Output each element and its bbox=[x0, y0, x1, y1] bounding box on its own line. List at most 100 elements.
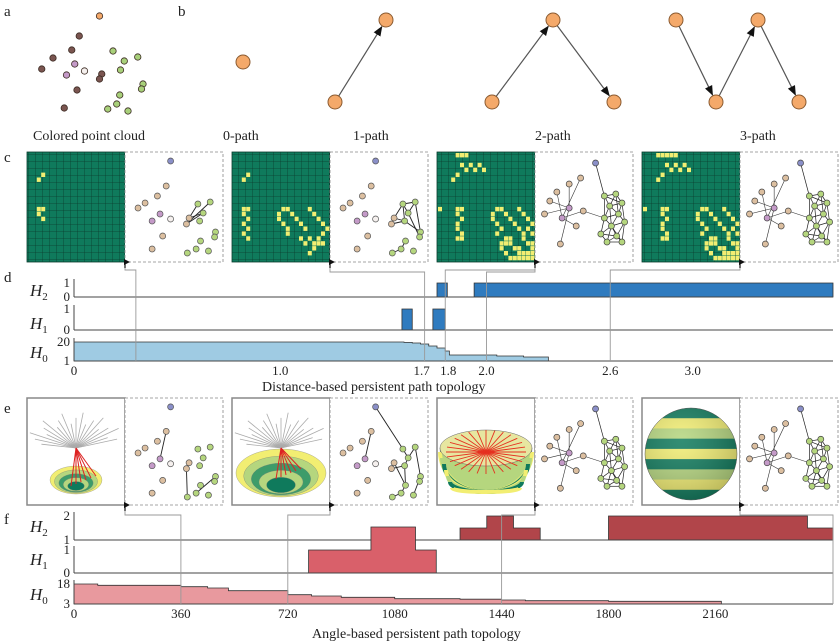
guide-line bbox=[739, 511, 834, 604]
grid-cell-on bbox=[704, 206, 709, 212]
graph-edge bbox=[561, 177, 581, 219]
grid-cell-on bbox=[682, 162, 687, 168]
graph-node bbox=[353, 245, 361, 253]
vector-gray bbox=[75, 420, 95, 449]
grid-cell-on bbox=[312, 211, 317, 217]
graph-node bbox=[823, 238, 831, 246]
graph-node bbox=[167, 403, 174, 411]
graph-node bbox=[813, 222, 820, 230]
graph-node bbox=[156, 210, 164, 218]
grid-cell-on bbox=[660, 153, 665, 158]
grid-cell-on bbox=[316, 241, 321, 246]
xtick-label: 1.7 bbox=[414, 363, 431, 378]
graph-node bbox=[134, 204, 142, 212]
graph-node bbox=[404, 209, 412, 217]
graph-node bbox=[746, 210, 753, 218]
graph-node bbox=[199, 209, 207, 217]
graph-node bbox=[372, 157, 379, 165]
grid-cell-on bbox=[325, 226, 330, 231]
barcode-h2-area bbox=[74, 282, 834, 298]
ytick-label: 1 bbox=[64, 275, 71, 290]
vector-red bbox=[75, 447, 87, 481]
grid-cell-on bbox=[312, 246, 317, 251]
graph-node bbox=[823, 444, 831, 452]
grid-cell-on bbox=[36, 211, 41, 217]
graph-edge bbox=[766, 177, 786, 219]
vector-red bbox=[446, 446, 487, 453]
guide-line bbox=[486, 268, 536, 361]
grid-cell-on bbox=[321, 221, 325, 226]
grid-cell-on bbox=[499, 206, 504, 212]
graph-edge bbox=[788, 210, 810, 219]
graph-node bbox=[148, 489, 156, 497]
graph-node bbox=[205, 491, 212, 499]
grid-cell-on bbox=[717, 221, 722, 226]
ytick-label: 18 bbox=[57, 576, 70, 591]
vector-gray bbox=[280, 437, 313, 449]
vector-gray bbox=[70, 423, 77, 449]
vector-gray bbox=[57, 420, 77, 449]
graph-node bbox=[404, 454, 412, 462]
grid-cell-on bbox=[521, 251, 526, 256]
xtick-label: 2.0 bbox=[478, 363, 494, 378]
point-cloud-node bbox=[120, 57, 128, 65]
grid-cell-on bbox=[722, 246, 727, 251]
graph-edge bbox=[595, 408, 605, 442]
f-xlabel: Angle-based persistent path topology bbox=[312, 627, 521, 642]
grid-cell-on bbox=[726, 231, 731, 236]
d-h2-label: H2 bbox=[29, 281, 48, 303]
ytick-label: 1 bbox=[64, 542, 71, 557]
vector-gray bbox=[280, 427, 314, 449]
grid-cell-on bbox=[460, 236, 464, 241]
grid-cell-on bbox=[643, 206, 647, 212]
graph-node bbox=[763, 214, 771, 222]
grid-cell-on bbox=[656, 153, 661, 158]
graph-node bbox=[372, 403, 379, 411]
graph-node bbox=[339, 449, 347, 457]
path-node bbox=[791, 94, 807, 110]
grid-cell-on bbox=[316, 216, 321, 222]
vector-gray bbox=[75, 429, 99, 449]
graph-node bbox=[777, 222, 785, 230]
graph-node bbox=[372, 460, 379, 468]
graph-node bbox=[577, 174, 584, 182]
graph-node bbox=[606, 447, 613, 455]
graph-node bbox=[183, 465, 190, 472]
grid-cell-on bbox=[530, 255, 535, 261]
graph-node bbox=[763, 459, 771, 467]
graph-node bbox=[364, 477, 372, 484]
vector-red bbox=[485, 446, 526, 453]
path-edge-arrow bbox=[495, 25, 549, 97]
grid-cell-on bbox=[660, 236, 665, 241]
graph-node bbox=[167, 215, 174, 223]
grid-cell-on bbox=[460, 153, 464, 158]
grid-cell-on bbox=[722, 206, 727, 212]
graph-node bbox=[199, 454, 207, 462]
grid-cell-on bbox=[700, 231, 705, 236]
path-edge-arrow bbox=[718, 26, 755, 97]
panel-a-caption: Colored point cloud bbox=[33, 129, 145, 144]
point-cloud-node bbox=[134, 53, 142, 61]
grid-cell-on bbox=[722, 251, 727, 256]
grid-cell-on bbox=[303, 241, 308, 246]
path-node bbox=[235, 54, 251, 70]
graph-frame bbox=[739, 151, 839, 263]
graph-node bbox=[359, 192, 366, 200]
grid-cell-on bbox=[451, 177, 456, 182]
graph-edge bbox=[765, 452, 775, 489]
graph-node bbox=[762, 240, 769, 248]
vector-red bbox=[485, 451, 523, 462]
point-cloud-node bbox=[116, 66, 125, 74]
grid-cell-on bbox=[477, 162, 482, 168]
snapshot-e-2 bbox=[231, 397, 429, 511]
point-cloud-node bbox=[60, 104, 68, 112]
grid-cell-on bbox=[735, 255, 740, 261]
graph-node bbox=[197, 481, 204, 489]
graph-node bbox=[192, 245, 200, 253]
graph-edge bbox=[765, 207, 775, 245]
vector-gray bbox=[75, 417, 104, 449]
xtick-label: 1440 bbox=[489, 606, 515, 621]
graph-node bbox=[762, 484, 769, 492]
graph-node bbox=[211, 478, 218, 485]
